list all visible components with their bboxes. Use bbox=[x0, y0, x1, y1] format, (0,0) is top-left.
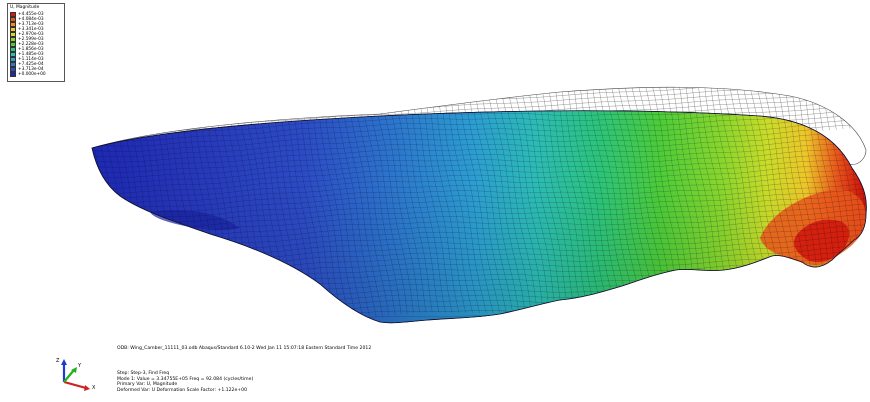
triad-x-label: X bbox=[92, 385, 96, 391]
triad-y-label: Y bbox=[77, 363, 82, 369]
legend-entry: +7.425e-04 bbox=[10, 62, 46, 67]
legend-swatch bbox=[10, 17, 16, 22]
legend-entry: +2.599e-03 bbox=[10, 37, 46, 42]
legend-label: +3.713e-03 bbox=[18, 22, 44, 27]
legend-swatch bbox=[10, 57, 16, 62]
legend-entry: +3.713e-04 bbox=[10, 67, 46, 72]
legend-entry: +2.228e-03 bbox=[10, 42, 46, 47]
legend-swatch bbox=[10, 27, 16, 32]
legend-entries: +4.455e-03+4.084e-03+3.713e-03+3.341e-03… bbox=[10, 12, 46, 77]
legend-label: +2.599e-03 bbox=[18, 37, 44, 42]
legend-label: +3.341e-03 bbox=[18, 27, 44, 32]
legend-swatch bbox=[10, 12, 16, 17]
legend-label: +1.114e-03 bbox=[18, 57, 44, 62]
legend-swatch bbox=[10, 72, 16, 77]
mode-line: Mode 1: Value = 3.34755E+05 Freq = 92.08… bbox=[117, 376, 254, 382]
legend-entry: +3.341e-03 bbox=[10, 27, 46, 32]
legend-label: +7.425e-04 bbox=[18, 62, 44, 67]
legend-title: U, Magnitude bbox=[10, 5, 40, 10]
legend-label: +3.713e-04 bbox=[18, 67, 44, 72]
legend-swatch bbox=[10, 62, 16, 67]
legend-swatch bbox=[10, 47, 16, 52]
primary-var-line: Primary Var: U, Magnitude bbox=[117, 382, 178, 388]
legend-entry: +1.856e-03 bbox=[10, 47, 46, 52]
step-info-block: Step: Step-3, Find Freq Mode 1: Value = … bbox=[117, 371, 253, 393]
legend-swatch bbox=[10, 42, 16, 47]
legend-entry: +0.000e+00 bbox=[10, 72, 46, 77]
legend-swatch bbox=[10, 32, 16, 37]
legend-label: +1.485e-03 bbox=[18, 52, 44, 57]
step-line: Step: Step-3, Find Freq bbox=[117, 371, 170, 376]
legend-swatch bbox=[10, 67, 16, 72]
legend-entry: +2.970e-03 bbox=[10, 32, 46, 37]
legend-entry: +4.084e-03 bbox=[10, 17, 46, 22]
legend-swatch bbox=[10, 37, 16, 42]
legend-label: +1.856e-03 bbox=[18, 47, 44, 52]
legend-label: +4.084e-03 bbox=[18, 17, 44, 22]
contour-legend: U, Magnitude +4.455e-03+4.084e-03+3.713e… bbox=[7, 3, 65, 82]
legend-swatch bbox=[10, 52, 16, 57]
legend-swatch bbox=[10, 22, 16, 27]
legend-label: +2.970e-03 bbox=[18, 32, 44, 37]
legend-entry: +1.114e-03 bbox=[10, 57, 46, 62]
legend-label: +4.455e-03 bbox=[18, 12, 44, 17]
odb-info-line: ODB: Wing_Camber_11111_03.odb Abaqus/Sta… bbox=[117, 346, 372, 351]
legend-entry: +4.455e-03 bbox=[10, 12, 46, 17]
legend-label: +2.228e-03 bbox=[18, 42, 44, 47]
legend-entry: +1.485e-03 bbox=[10, 52, 46, 57]
deformed-var-line: Deformed Var: U Deformation Scale Factor… bbox=[117, 387, 247, 393]
legend-entry: +3.713e-03 bbox=[10, 22, 46, 27]
legend-label: +0.000e+00 bbox=[18, 72, 46, 77]
triad-z-label: Z bbox=[56, 358, 60, 364]
axis-triad-icon: Z Y X bbox=[56, 358, 96, 391]
